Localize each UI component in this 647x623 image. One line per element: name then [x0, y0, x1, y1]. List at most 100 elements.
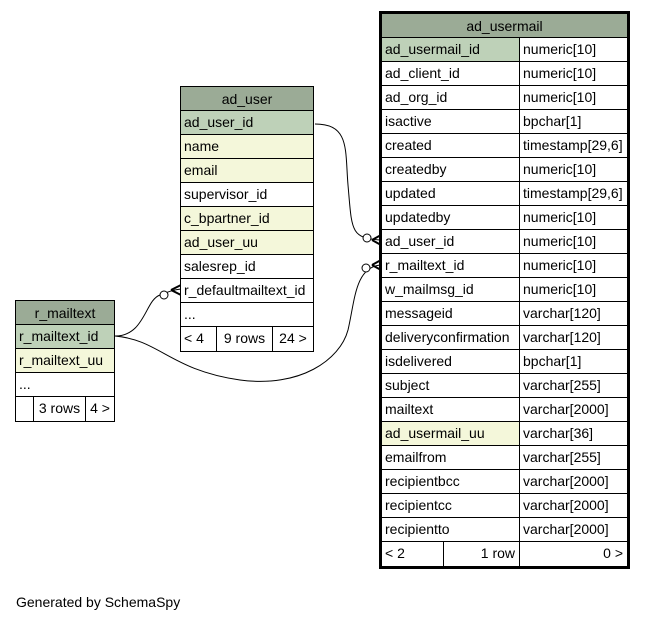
column-name: ad_usermail_uu [382, 422, 520, 445]
column-type: numeric[10] [520, 278, 627, 301]
column-row[interactable]: c_bpartner_id [181, 207, 313, 231]
column-type: varchar[2000] [520, 470, 627, 493]
column-name: email [181, 159, 313, 182]
column-name: ad_user_uu [181, 231, 313, 254]
column-row[interactable]: supervisor_id [181, 183, 313, 207]
column-name: isdelivered [382, 350, 520, 373]
column-row[interactable]: ad_user_id [181, 111, 313, 135]
column-row[interactable]: ... [181, 303, 313, 327]
parents-link[interactable]: < 2 [382, 542, 444, 566]
column-name: deliveryconfirmation [382, 326, 520, 349]
edge-usermail-to-user-optional-marker [362, 233, 372, 243]
column-name: createdby [382, 158, 520, 181]
column-type: numeric[10] [520, 86, 627, 109]
children-link[interactable]: 4 > [90, 400, 110, 416]
column-name: r_mailtext_uu [16, 349, 114, 372]
column-name: ad_user_id [181, 111, 313, 134]
generated-by-credit: Generated by SchemaSpy [16, 594, 181, 610]
column-name: ad_usermail_id [382, 38, 520, 61]
column-name: ad_client_id [382, 62, 520, 85]
column-row[interactable]: name [181, 135, 313, 159]
column-row[interactable]: salesrep_id [181, 255, 313, 279]
column-name: w_mailmsg_id [382, 278, 520, 301]
column-type: timestamp[29,6] [520, 134, 627, 157]
column-type: numeric[10] [520, 206, 627, 229]
column-type: varchar[120] [520, 302, 627, 325]
column-type: numeric[10] [520, 158, 627, 181]
column-name: salesrep_id [181, 255, 313, 278]
column-name: ... [181, 303, 313, 326]
table-title[interactable]: ad_user [181, 87, 313, 111]
column-row[interactable]: r_defaultmailtext_id [181, 279, 313, 303]
column-name: supervisor_id [181, 183, 313, 206]
table-title[interactable]: ad_usermail [382, 14, 627, 38]
column-name: recipientcc [382, 494, 520, 517]
column-type: numeric[10] [520, 62, 627, 85]
children-link[interactable]: 24 > [279, 330, 307, 346]
column-name: recipientto [382, 518, 520, 541]
children-link[interactable]: 0 > [603, 545, 623, 561]
column-row[interactable]: r_mailtext_id [16, 325, 114, 349]
table-footer: < 4 9 rows 24 > [181, 327, 313, 351]
column-type: numeric[10] [520, 254, 627, 277]
column-row[interactable]: ad_user_uu [181, 231, 313, 255]
column-row[interactable]: ... [16, 373, 114, 397]
column-type: numeric[10] [520, 230, 627, 253]
column-type: varchar[255] [520, 446, 627, 469]
column-row[interactable]: email [181, 159, 313, 183]
column-row[interactable]: r_mailtext_uu [16, 349, 114, 373]
column-type: varchar[36] [520, 422, 627, 445]
column-name: c_bpartner_id [181, 207, 313, 230]
column-type: varchar[2000] [520, 398, 627, 421]
column-type: bpchar[1] [520, 110, 627, 133]
column-name: r_mailtext_id [16, 325, 114, 348]
table-title[interactable]: r_mailtext [16, 301, 114, 325]
column-type: timestamp[29,6] [520, 182, 627, 205]
column-name: ad_user_id [382, 230, 520, 253]
column-name: mailtext [382, 398, 520, 421]
column-name: updated [382, 182, 520, 205]
column-type: bpchar[1] [520, 350, 627, 373]
column-name: created [382, 134, 520, 157]
edge-usermail-to-mailtext-optional-marker [361, 263, 371, 273]
column-name: isactive [382, 110, 520, 133]
column-type: numeric[10] [520, 38, 627, 61]
column-name: recipientbcc [382, 470, 520, 493]
table-footer: < 2 1 row 0 > [382, 542, 627, 566]
parents-link [16, 397, 34, 421]
edge-usermail-to-mailtext [114, 264, 381, 382]
row-count: 9 rows [217, 327, 273, 351]
edge-user-to-mailtext-many-marker [170, 284, 182, 296]
column-name: updatedby [382, 206, 520, 229]
table-footer: 3 rows 4 > [16, 397, 114, 421]
parents-link[interactable]: < 4 [181, 327, 217, 351]
